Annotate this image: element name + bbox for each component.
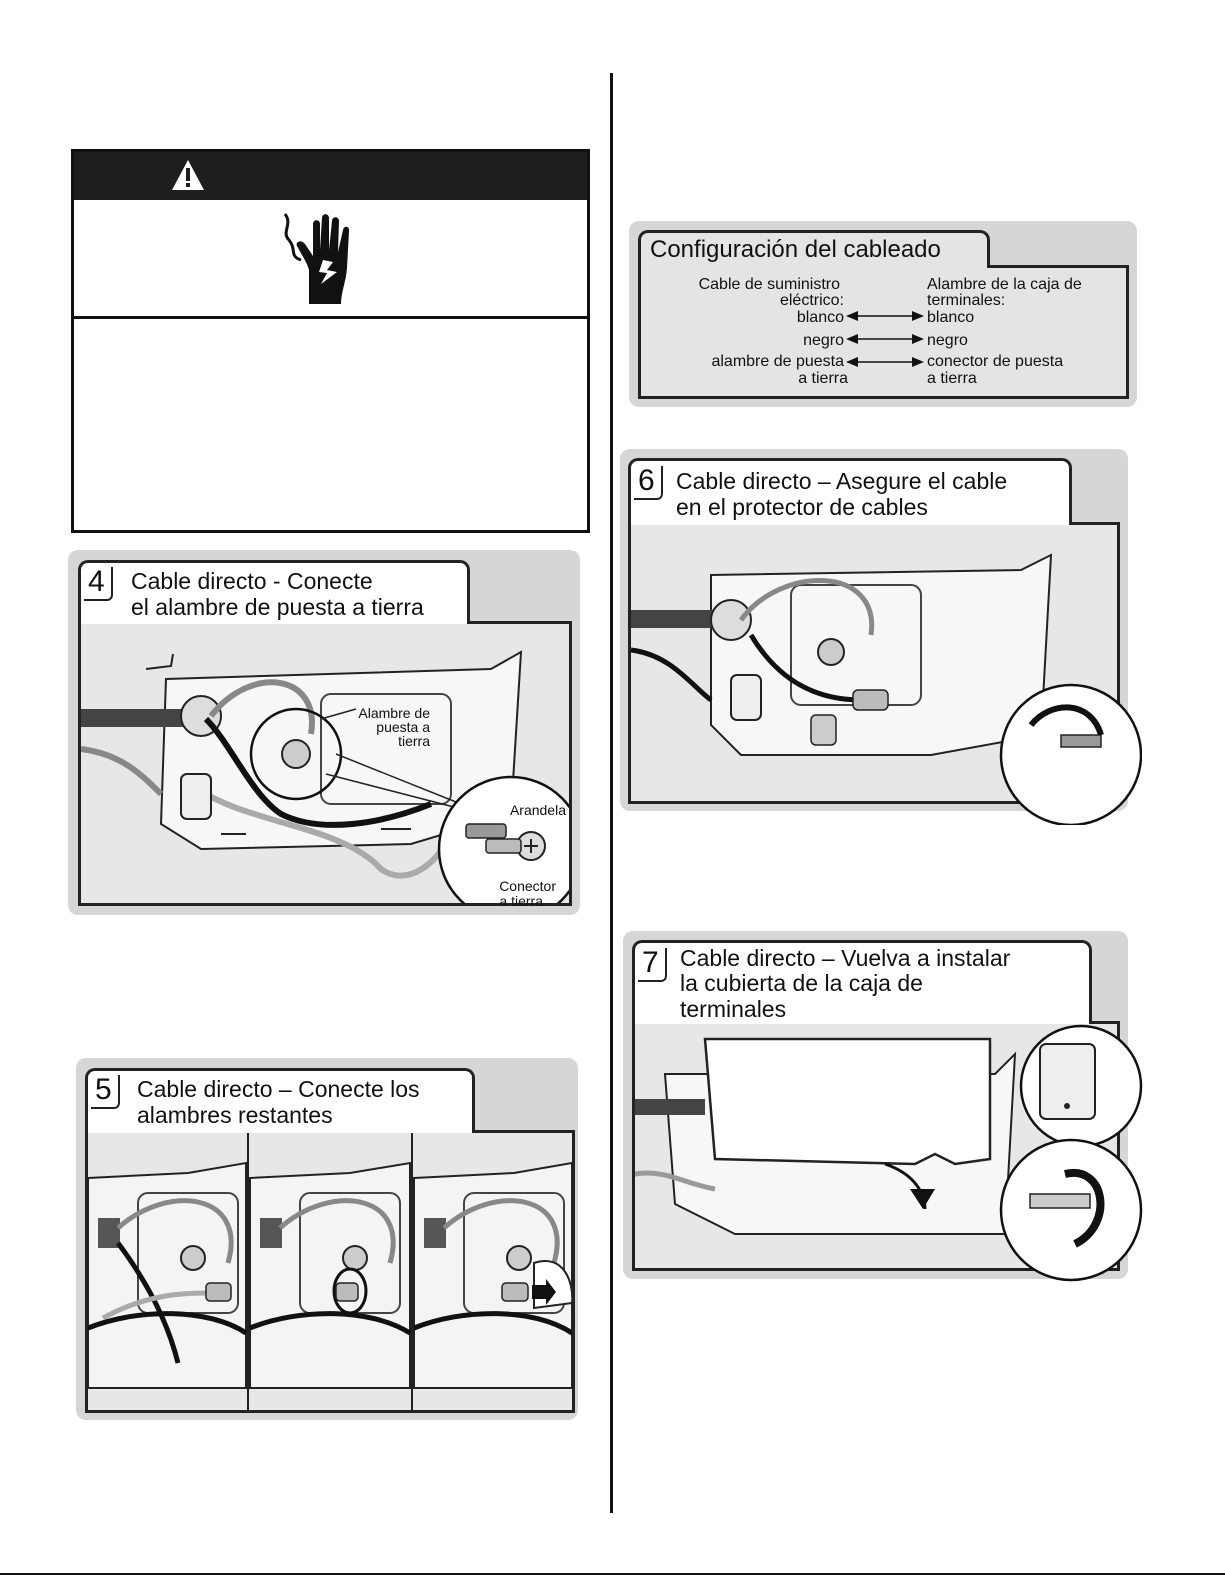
config-left-ground-2: a tierra xyxy=(798,370,848,387)
step-4-title-line-2: el alambre de puesta a tierra xyxy=(131,594,424,620)
double-arrow-icon xyxy=(846,311,924,321)
config-tab xyxy=(638,230,990,268)
page-bottom-rule xyxy=(0,1573,1225,1575)
label-ground-connector-2: a tierra xyxy=(499,893,543,909)
label-ground-wire-2: puesta a xyxy=(376,719,430,735)
label-washer: Arandela xyxy=(509,802,566,818)
step-6-number: 6 xyxy=(634,466,663,500)
step-5-tab xyxy=(85,1068,475,1133)
step-4-number: 4 xyxy=(84,567,113,601)
config-right-white: blanco xyxy=(927,309,975,326)
step-7-title-line-2: la cubierta de la caja de xyxy=(680,970,923,996)
step-5-frame-c xyxy=(413,1161,572,1389)
label-ground-wire-3: tierra xyxy=(398,733,430,749)
step-7-title-line-1: Cable directo – Vuelva a instalar xyxy=(680,945,1011,971)
electrical-shock-hand-icon xyxy=(283,213,350,304)
config-left-header-2: eléctrico: xyxy=(779,292,844,309)
double-arrow-icon xyxy=(846,357,924,367)
step-5-title-line-2: alambres restantes xyxy=(137,1102,333,1128)
config-right-ground-1: conector de puesta xyxy=(927,353,1064,370)
config-left-ground-1: alambre de puesta xyxy=(711,353,844,370)
step-7-tab xyxy=(632,940,1092,1024)
warning-header-bar xyxy=(74,152,587,200)
double-arrow-icon xyxy=(846,334,924,344)
step-6-illustration xyxy=(631,553,1142,825)
step-5-illustration xyxy=(88,1133,572,1410)
warning-icon-row xyxy=(74,200,587,319)
step-6-title-line-2: en el protector de cables xyxy=(676,494,928,520)
step-7-number: 7 xyxy=(638,948,667,982)
step-5-title-line-1: Cable directo – Conecte los xyxy=(137,1076,420,1102)
column-divider xyxy=(610,73,613,1513)
step-6-tab xyxy=(628,458,1072,525)
step-5-frame-a xyxy=(88,1161,248,1389)
label-ground-connector-1: Conector xyxy=(499,878,556,894)
label-ground-wire-1: Alambre de xyxy=(358,705,430,721)
config-left-white: blanco xyxy=(796,309,844,326)
config-title: Configuración del cableado xyxy=(650,236,941,263)
warning-box xyxy=(71,149,590,533)
step-5-number: 5 xyxy=(91,1075,120,1109)
step-4-title-line-1: Cable directo - Conecte xyxy=(131,568,373,594)
config-left-header-1: Cable de suministro xyxy=(698,276,840,293)
step-4-illustration xyxy=(81,650,569,903)
config-right-ground-2: a tierra xyxy=(927,370,977,387)
config-arrows xyxy=(846,311,924,367)
step-5-frame-b xyxy=(249,1161,412,1389)
config-right-black: negro xyxy=(927,332,968,349)
step-7-illustration xyxy=(635,1024,1143,1282)
step-6-title-line-1: Cable directo – Asegure el cable xyxy=(676,468,1008,494)
config-right-header-1: Alambre de la caja de xyxy=(927,276,1082,293)
step-7-title-line-3: terminales xyxy=(680,996,787,1022)
config-right-header-2: terminales: xyxy=(927,292,1006,309)
warning-triangle-icon xyxy=(172,160,204,190)
step-4-tab xyxy=(78,560,470,624)
config-left-black: negro xyxy=(803,332,844,349)
